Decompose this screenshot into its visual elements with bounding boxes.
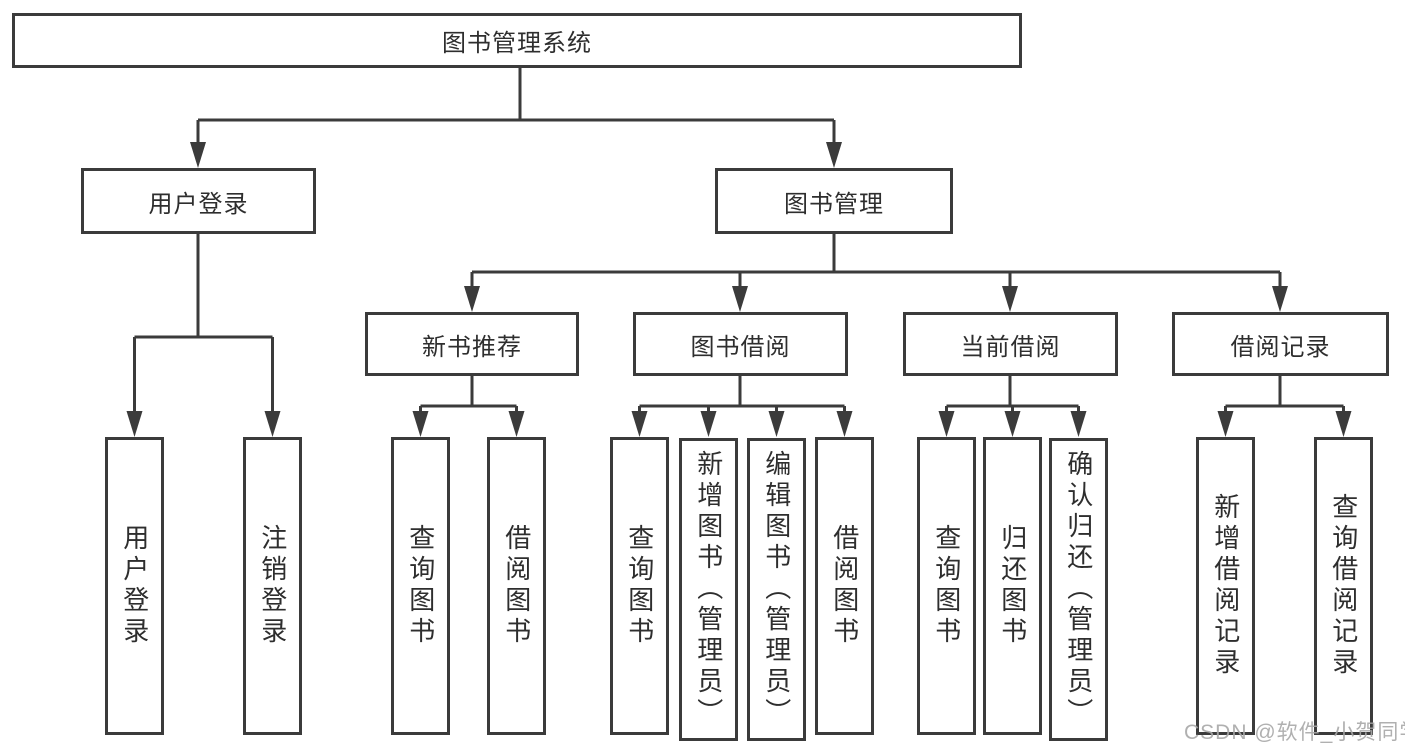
leaf-borrow-add-books-admin: 新增图书（管理员） xyxy=(679,438,738,741)
leaf-borrow-edit-books-admin: 编辑图书（管理员） xyxy=(747,438,806,741)
node-borrow-records: 借阅记录 xyxy=(1172,312,1389,376)
node-library-management-system-label: 图书管理系统 xyxy=(442,30,592,57)
node-borrow-records-label: 借阅记录 xyxy=(1230,333,1331,361)
node-new-book-recommend: 新书推荐 xyxy=(365,312,579,376)
leaf-records-add-record-label: 新增借阅记录 xyxy=(1210,493,1241,679)
leaf-newbook-query-books-label: 查询图书 xyxy=(405,524,436,648)
leaf-user-login: 用户登录 xyxy=(105,437,164,735)
node-current-borrow-label: 当前借阅 xyxy=(960,333,1061,361)
leaf-borrow-edit-books-admin-label: 编辑图书（管理员） xyxy=(761,450,792,729)
leaf-logout-label: 注销登录 xyxy=(257,524,288,648)
node-new-book-recommend-label: 新书推荐 xyxy=(422,333,522,361)
leaf-newbook-query-books: 查询图书 xyxy=(391,437,450,735)
node-current-borrow: 当前借阅 xyxy=(903,312,1118,376)
leaf-borrow-query-books: 查询图书 xyxy=(610,437,669,735)
leaf-records-add-record: 新增借阅记录 xyxy=(1196,437,1255,735)
leaf-current-return-books: 归还图书 xyxy=(983,437,1042,735)
leaf-records-query-record-label: 查询借阅记录 xyxy=(1328,493,1359,679)
node-book-management: 图书管理 xyxy=(715,168,953,234)
leaf-borrow-borrow-books: 借阅图书 xyxy=(815,437,874,735)
leaf-current-query-books: 查询图书 xyxy=(917,437,976,735)
leaf-newbook-borrow-books-label: 借阅图书 xyxy=(501,524,532,648)
node-book-borrow: 图书借阅 xyxy=(633,312,848,376)
leaf-user-login-label: 用户登录 xyxy=(119,524,150,648)
node-book-management-label: 图书管理 xyxy=(784,190,884,218)
leaf-borrow-borrow-books-label: 借阅图书 xyxy=(829,524,860,648)
node-book-borrow-label: 图书借阅 xyxy=(690,333,791,361)
leaf-borrow-add-books-admin-label: 新增图书（管理员） xyxy=(693,450,724,729)
leaf-current-confirm-return-admin-label: 确认归还（管理员） xyxy=(1063,450,1094,729)
node-user-login: 用户登录 xyxy=(81,168,316,234)
leaf-newbook-borrow-books: 借阅图书 xyxy=(487,437,546,735)
leaf-current-query-books-label: 查询图书 xyxy=(931,524,962,648)
node-library-management-system: 图书管理系统 xyxy=(12,13,1022,68)
leaf-current-confirm-return-admin: 确认归还（管理员） xyxy=(1049,438,1108,741)
leaf-logout: 注销登录 xyxy=(243,437,302,735)
leaf-current-return-books-label: 归还图书 xyxy=(997,524,1028,648)
node-user-login-label: 用户登录 xyxy=(148,190,249,218)
leaf-records-query-record: 查询借阅记录 xyxy=(1314,437,1373,735)
leaf-borrow-query-books-label: 查询图书 xyxy=(624,524,655,648)
watermark-text: CSDN @软件_小贺同学 xyxy=(1184,721,1405,744)
